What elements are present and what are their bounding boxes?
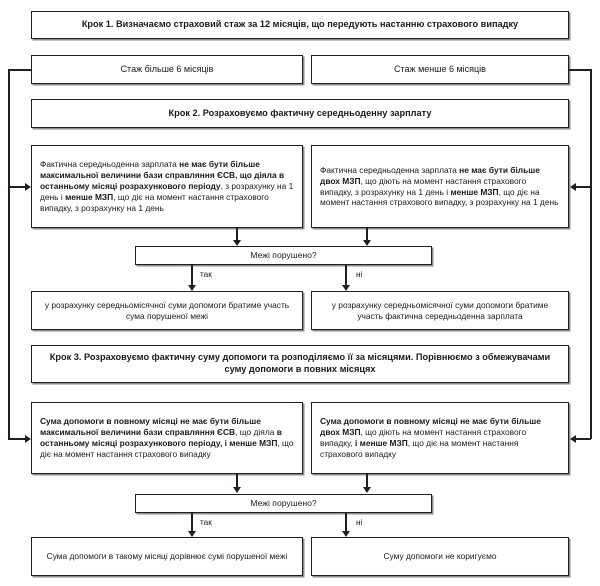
connector-right-to-detail-arrow bbox=[570, 182, 576, 191]
detail-left-box: Фактична середньоденна зарплата не має б… bbox=[31, 145, 303, 228]
connector-left-to-detail bbox=[8, 186, 25, 188]
result-right-1-box: у розрахунку середньомісячної суми допом… bbox=[311, 291, 569, 330]
detail-left-b2: менше МЗП bbox=[65, 191, 114, 202]
decision2-yes-label: так bbox=[200, 518, 212, 527]
step2-box: Крок 2. Розраховуємо фактичну середньоде… bbox=[31, 99, 569, 128]
decision-1-label: Межі порушено? bbox=[250, 249, 317, 260]
result-right-1-label: у розрахунку середньомісячної суми допом… bbox=[331, 299, 549, 321]
limit-left-b2: в останньому місяці розрахункового періо… bbox=[40, 427, 282, 448]
connector-left-to-limit-arrow bbox=[25, 434, 31, 443]
detail-left-p2: , з розрахунку на 1 день і bbox=[40, 181, 294, 202]
step2-label: Крок 2. Розраховуємо фактичну середньоде… bbox=[168, 107, 432, 118]
connector-right-to-limit bbox=[576, 438, 591, 440]
connector-right-to-limit-arrow bbox=[570, 434, 576, 443]
step1-box: Крок 1. Визначаємо страховий стаж за 12 … bbox=[31, 11, 569, 39]
detail-left-b1: не має бути більше максимальної величини… bbox=[40, 159, 285, 192]
limit-right-b2: і менше МЗП bbox=[354, 438, 408, 448]
branch-left-label: Стаж більше 6 місяців bbox=[120, 63, 214, 74]
connector-left-to-limit bbox=[8, 438, 25, 440]
connector-detail-left-down bbox=[236, 228, 238, 240]
connector-detail-left-down-arrow bbox=[232, 240, 241, 246]
connector-decision1-no-arrow bbox=[341, 285, 350, 291]
limit-right-p1: , що діють на момент настання страхового… bbox=[320, 427, 527, 448]
result-left-2-label: Сума допомоги в такому місяці дорівнює с… bbox=[46, 551, 288, 562]
connector-right-rail-vertical bbox=[590, 69, 592, 439]
detail-left-text: Фактична середньоденна зарплата не має б… bbox=[40, 159, 294, 214]
connector-right-to-detail bbox=[576, 186, 591, 188]
step3-label: Крок 3. Розраховуємо фактичну суму допом… bbox=[49, 352, 551, 374]
connector-decision1-no bbox=[345, 265, 347, 285]
connector-decision2-yes bbox=[191, 513, 193, 531]
detail-left-p1: Фактична середньоденна зарплата bbox=[40, 159, 180, 170]
connector-decision2-yes-arrow bbox=[187, 531, 196, 537]
connector-limit-right-down bbox=[366, 474, 368, 487]
branch-right-label: Стаж менше 6 місяців bbox=[394, 63, 486, 74]
limit-left-text: Сума допомоги в повному місяці не має бу… bbox=[40, 416, 294, 460]
limit-right-p2: , що діє на момент настання страхового в… bbox=[320, 438, 519, 459]
connector-decision1-yes-arrow bbox=[187, 285, 196, 291]
connector-limit-left-down-arrow bbox=[232, 487, 241, 493]
result-right-2-label: Суму допомоги не коригуємо bbox=[383, 551, 497, 562]
limit-left-box: Сума допомоги в повному місяці не має бу… bbox=[31, 402, 303, 474]
connector-decision1-yes bbox=[191, 265, 193, 285]
limit-left-b1: Сума допомоги в повному місяці не має бу… bbox=[40, 416, 261, 438]
step3-box: Крок 3. Розраховуємо фактичну суму допом… bbox=[31, 345, 569, 383]
result-left-1-label: у розрахунку середньомісячної суми допом… bbox=[44, 299, 290, 321]
detail-right-b2: менше МЗП bbox=[450, 186, 499, 197]
connector-left-rail-top bbox=[8, 69, 32, 71]
limit-left-p2: , що діє на момент настання страхового в… bbox=[40, 438, 294, 459]
decision1-no-label: ні bbox=[356, 270, 363, 279]
limit-right-b1: Сума допомоги в повному місяці не має бу… bbox=[320, 416, 541, 438]
detail-right-p1: Фактична середньоденна зарплата bbox=[320, 164, 460, 175]
detail-right-p2: , що діють на момент настання страхового… bbox=[320, 175, 527, 197]
connector-left-to-detail-arrow bbox=[25, 182, 31, 191]
connector-decision2-no bbox=[345, 513, 347, 531]
connector-decision2-no-arrow bbox=[341, 531, 350, 537]
result-left-1-box: у розрахунку середньомісячної суми допом… bbox=[31, 291, 303, 330]
detail-right-b1: не має бути більше двох МЗП bbox=[320, 164, 540, 186]
branch-left-box: Стаж більше 6 місяців bbox=[31, 55, 303, 84]
branch-right-box: Стаж менше 6 місяців bbox=[311, 55, 569, 84]
detail-left-p3: , що діє на момент настання страхового в… bbox=[40, 191, 269, 213]
limit-right-box: Сума допомоги в повному місяці не має бу… bbox=[311, 402, 569, 474]
result-right-2-box: Суму допомоги не коригуємо bbox=[311, 537, 569, 576]
decision-1-box: Межі порушено? bbox=[135, 246, 432, 265]
detail-right-box: Фактична середньоденна зарплата не має б… bbox=[311, 145, 569, 228]
detail-right-p3: , що діє на момент настання страхового в… bbox=[320, 186, 559, 208]
decision-2-box: Межі порушено? bbox=[135, 494, 432, 513]
connector-detail-right-down-arrow bbox=[362, 240, 371, 246]
connector-limit-left-down bbox=[236, 474, 238, 487]
connector-left-rail-vertical bbox=[8, 69, 10, 439]
decision-2-label: Межі порушено? bbox=[250, 497, 317, 508]
limit-left-p1: , що діяла bbox=[235, 427, 277, 438]
decision2-no-label: ні bbox=[356, 518, 363, 527]
connector-limit-right-down-arrow bbox=[362, 487, 371, 493]
result-left-2-box: Сума допомоги в такому місяці дорівнює с… bbox=[31, 537, 303, 576]
limit-right-text: Сума допомоги в повному місяці не має бу… bbox=[320, 416, 560, 460]
detail-right-text: Фактична середньоденна зарплата не має б… bbox=[320, 165, 560, 209]
connector-detail-right-down bbox=[366, 228, 368, 240]
decision1-yes-label: так bbox=[200, 270, 212, 279]
step1-label: Крок 1. Визначаємо страховий стаж за 12 … bbox=[81, 19, 519, 30]
connector-right-rail-top bbox=[569, 69, 592, 71]
